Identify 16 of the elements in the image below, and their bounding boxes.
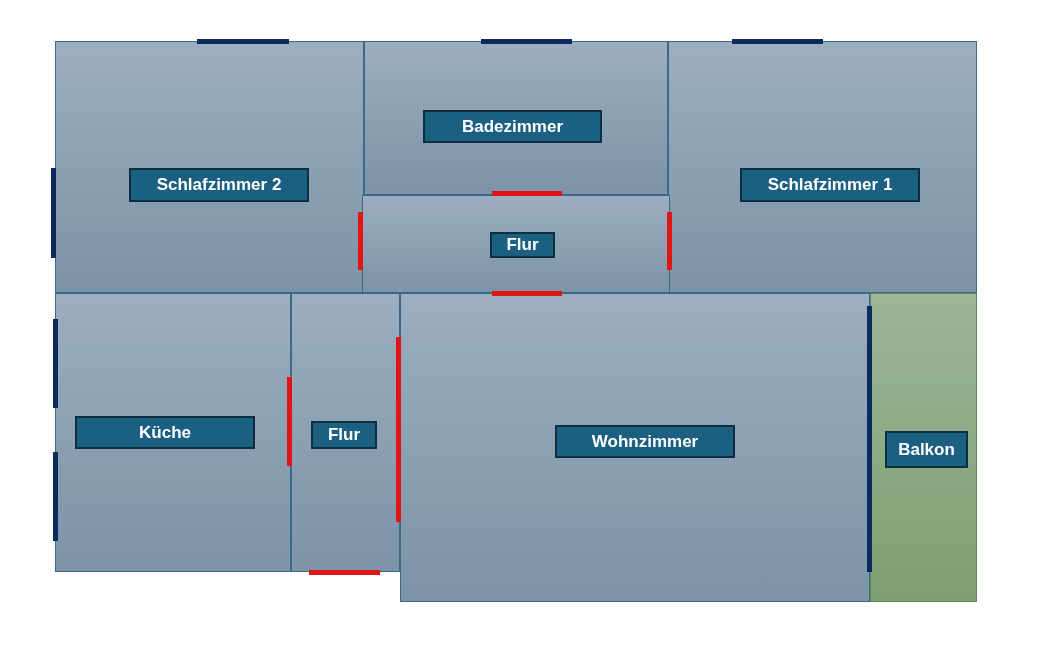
balcony-area — [870, 293, 977, 602]
room-label: Wohnzimmer — [555, 425, 735, 458]
room-area — [291, 293, 400, 572]
room-label: Flur — [490, 232, 555, 258]
room-area — [400, 293, 870, 602]
room-area — [55, 293, 291, 572]
room-label: Küche — [75, 416, 255, 449]
room-label: Schlafzimmer 2 — [129, 168, 309, 202]
room-area — [668, 41, 977, 293]
room-area — [362, 195, 670, 293]
room-area — [364, 41, 668, 195]
room-label: Balkon — [885, 431, 968, 468]
room-label: Badezimmer — [423, 110, 602, 143]
room-area — [55, 41, 364, 293]
room-label: Flur — [311, 421, 377, 449]
room-label: Schlafzimmer 1 — [740, 168, 920, 202]
